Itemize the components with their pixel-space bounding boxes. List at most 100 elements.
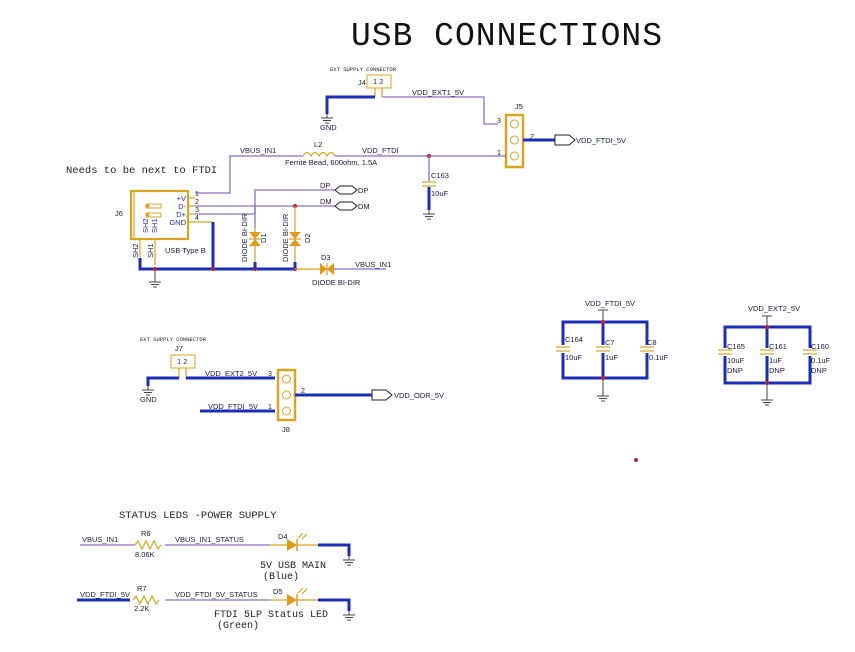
net-vdd-ext1-5v: [382, 96, 498, 125]
r6-ref: R6: [141, 529, 151, 538]
connector-j5[interactable]: [504, 113, 525, 169]
capacitor-c8[interactable]: [639, 346, 655, 352]
port-vdd-ftdi-5v: [554, 134, 576, 146]
j6-shield-sh1: SH1: [146, 243, 155, 258]
d5-ref: D5: [273, 587, 283, 596]
capacitor-c7[interactable]: [595, 346, 611, 352]
ground-icon: [342, 610, 356, 621]
d4-description: 5V USB MAIN: [260, 561, 326, 572]
c8-value: 0.1uF: [649, 353, 669, 362]
usb-type-b-connector-j6[interactable]: [129, 189, 190, 241]
c164-ref: C164: [565, 335, 583, 344]
c160-ref: C160: [811, 342, 829, 351]
net-label-vdd-ftdi-5v-caps: VDD_FTDI_5V: [585, 299, 635, 308]
port-dp: [334, 185, 358, 195]
d4-color: (Blue): [263, 571, 299, 583]
connector-j8[interactable]: [276, 368, 297, 422]
ferrite-bead-l2[interactable]: [302, 151, 336, 158]
ftdi-placement-note: Needs to be next to FTDI: [66, 165, 217, 177]
d1-value: DIODE BI-DIR: [240, 213, 249, 262]
j8-pin-3: 3: [268, 371, 272, 378]
ground-icon: [342, 555, 356, 566]
ground-icon: [422, 209, 436, 220]
l2-value: Ferrite Bead, 600ohm, 1.5A: [285, 158, 377, 167]
diode-d2[interactable]: [289, 232, 301, 246]
net-label-vdd-ftdi-5v-status: VDD_FTDI_5V_STATUS: [175, 590, 258, 599]
page-title: USB CONNECTIONS: [351, 18, 663, 55]
net-label-vdd-ext2-5v-caps: VDD_EXT2_5V: [748, 304, 800, 313]
j6-shield-sh2-inner: SH2: [141, 218, 150, 233]
connector-j7[interactable]: 1 2: [170, 354, 196, 378]
ground-icon: [760, 395, 774, 406]
j6-pin-3: 3: [195, 207, 199, 214]
j6-pin-name-gnd: GND: [169, 218, 186, 227]
capacitor-c164[interactable]: [555, 346, 571, 352]
d4-ref: D4: [278, 532, 288, 541]
j5-ref: J5: [515, 102, 523, 111]
c165-ref: C165: [727, 342, 745, 351]
ext-supply-label-j4: EXT SUPPLY CONNECTOR: [330, 66, 397, 73]
c8-ref: C8: [647, 338, 657, 347]
j4-ref: J4: [358, 78, 366, 87]
c165-note: DNP: [727, 366, 743, 375]
c160-value: 0.1uF: [811, 356, 831, 365]
r7-ref: R7: [137, 584, 147, 593]
j6-pin-2: 2: [195, 199, 199, 206]
j6-pin-4: 4: [195, 215, 199, 222]
net-label-dp: DP: [320, 181, 330, 190]
c7-ref: C7: [605, 338, 615, 347]
stray-junction-dot: [634, 458, 638, 462]
d3-ref: D3: [321, 253, 331, 262]
port-label-dm: DM: [358, 202, 370, 211]
d2-ref: D2: [303, 233, 312, 243]
port-label-vdd-ftdi-5v: VDD_FTDI_5V: [576, 136, 626, 145]
r7-value: 2.2K: [134, 604, 149, 613]
led-d4[interactable]: [287, 532, 308, 551]
d3-value: DIODE BI-DIR: [312, 278, 361, 287]
diode-d1[interactable]: [249, 232, 261, 246]
net-label-dm: DM: [320, 197, 332, 206]
j6-pin-name-vplus: +V: [177, 194, 186, 203]
c163-value: 10uF: [431, 189, 449, 198]
j6-shield-sh1-inner: SH1: [150, 218, 159, 233]
net-label-vbus-in1-led: VBUS_IN1: [82, 535, 118, 544]
j8-ref: J8: [282, 425, 290, 434]
diode-d3[interactable]: [320, 263, 334, 275]
d5-description: FTDI 5LP Status LED: [214, 610, 328, 621]
j5-pin-2: 2: [530, 134, 534, 141]
r6-value: 8.06K: [135, 550, 155, 559]
port-vdd-odr-5v: [371, 389, 393, 401]
resistor-r6[interactable]: [134, 539, 162, 551]
j7-ref: J7: [175, 344, 183, 353]
gnd-wire-d5: [318, 598, 351, 611]
net-label-vbus-in1-status: VBUS_IN1_STATUS: [175, 535, 244, 544]
net-label-vbus-in1: VBUS_IN1: [240, 146, 276, 155]
d5-color: (Green): [217, 620, 259, 632]
net-vbus-in1: [195, 155, 303, 194]
j6-pin-1: 1: [195, 191, 199, 198]
resistor-r7[interactable]: [132, 594, 160, 606]
ext-supply-label-j7: EXT SUPPLY CONNECTOR: [140, 336, 207, 343]
net-label-vbus-in1-d3: VBUS_IN1: [355, 260, 391, 269]
ground-icon: [596, 391, 610, 402]
c165-value: 10uF: [727, 356, 745, 365]
connector-j4[interactable]: 1 2: [366, 74, 392, 97]
net-label-vdd-ext2-5v: VDD_EXT2_5V: [205, 369, 257, 378]
j5-pin-3: 3: [497, 118, 501, 125]
c161-note: DNP: [769, 366, 785, 375]
net-label-vdd-ext1-5v: VDD_EXT1_5V: [412, 88, 464, 97]
c164-value: 10uF: [565, 353, 583, 362]
gnd-label-j7: GND: [140, 395, 157, 404]
port-label-dp: DP: [358, 186, 368, 195]
capacitor-c163[interactable]: [421, 181, 437, 187]
j6-type: USB Type B: [165, 246, 206, 255]
c161-ref: C161: [769, 342, 787, 351]
gnd-wire-j7: [146, 376, 179, 386]
j6-ref: J6: [115, 209, 123, 218]
status-leds-heading: STATUS LEDS -POWER SUPPLY: [119, 510, 277, 522]
led-d5[interactable]: [287, 587, 308, 606]
d1-ref: D1: [259, 233, 268, 243]
j6-shield-sh2: SH2: [131, 243, 140, 258]
gnd-wire-d4: [318, 543, 351, 556]
